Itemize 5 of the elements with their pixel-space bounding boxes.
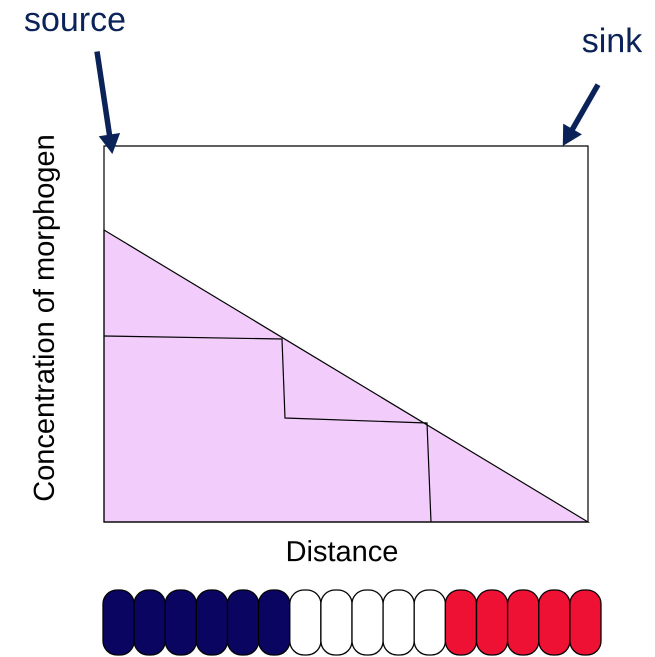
axis-label: Distance: [288, 540, 398, 562]
axis-label: Concentration of morphogen: [32, 136, 60, 500]
plot-frame: [103, 145, 589, 523]
sink-label: sink: [582, 28, 642, 52]
source-label: source: [24, 12, 124, 32]
